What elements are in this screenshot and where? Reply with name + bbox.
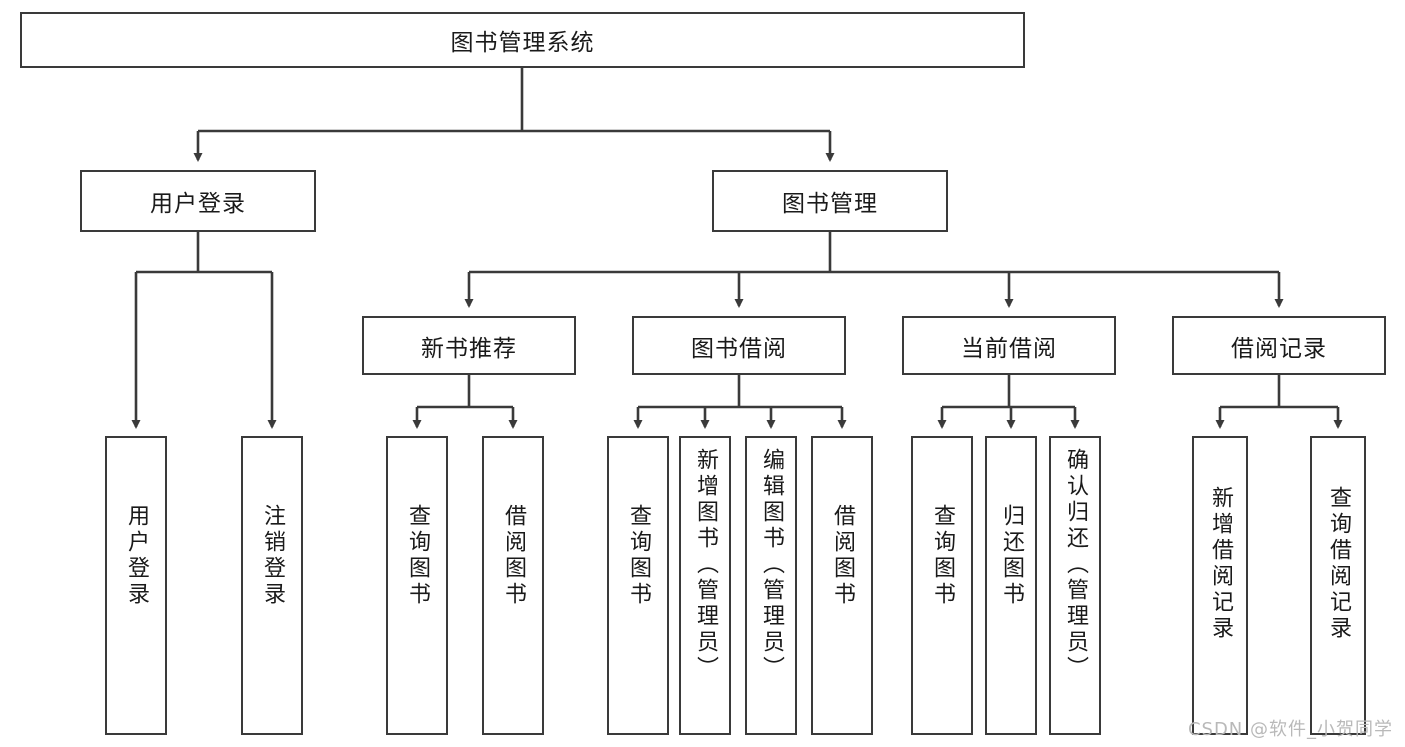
node-borrow-record[interactable]: 借阅记录	[1172, 316, 1386, 375]
node-leaf-query-book-3-label: 查询图书	[930, 504, 955, 608]
node-leaf-logout-login-label: 注销登录	[260, 504, 285, 608]
node-leaf-user-login-label: 用户登录	[124, 504, 149, 608]
node-book-manage-label: 图书管理	[782, 191, 878, 217]
node-leaf-logout-login[interactable]: 注销登录	[241, 436, 303, 735]
watermark: CSDN @软件_小贺同学	[1187, 719, 1393, 740]
node-leaf-user-login[interactable]: 用户登录	[105, 436, 167, 735]
node-leaf-query-book-1[interactable]: 查询图书	[386, 436, 448, 735]
node-leaf-query-borrow-record-label: 查询借阅记录	[1326, 486, 1351, 642]
node-root[interactable]: 图书管理系统	[20, 12, 1025, 68]
node-leaf-query-book-2[interactable]: 查询图书	[607, 436, 669, 735]
node-current-borrow[interactable]: 当前借阅	[902, 316, 1116, 375]
node-leaf-borrow-book-2[interactable]: 借阅图书	[811, 436, 873, 735]
node-leaf-edit-book-admin-label: 编辑图书（管理员）	[759, 448, 784, 682]
node-borrow-record-label: 借阅记录	[1231, 335, 1327, 362]
node-leaf-borrow-book-2-label: 借阅图书	[830, 504, 855, 608]
node-user-login-label: 用户登录	[150, 191, 246, 217]
node-leaf-add-borrow-record[interactable]: 新增借阅记录	[1192, 436, 1248, 735]
node-user-login[interactable]: 用户登录	[80, 170, 316, 232]
node-new-book-rec[interactable]: 新书推荐	[362, 316, 576, 375]
node-leaf-add-book-admin-label: 新增图书（管理员）	[693, 448, 718, 682]
node-leaf-confirm-return-admin-label: 确认归还（管理员）	[1063, 448, 1088, 682]
node-leaf-return-book-label: 归还图书	[999, 504, 1024, 608]
node-leaf-query-book-1-label: 查询图书	[405, 504, 430, 608]
node-root-label: 图书管理系统	[450, 30, 595, 56]
node-book-borrow-label: 图书借阅	[691, 335, 787, 362]
node-leaf-add-book-admin[interactable]: 新增图书（管理员）	[679, 436, 731, 735]
node-current-borrow-label: 当前借阅	[961, 335, 1057, 362]
node-book-borrow[interactable]: 图书借阅	[632, 316, 846, 375]
node-leaf-borrow-book-1[interactable]: 借阅图书	[482, 436, 544, 735]
node-leaf-confirm-return-admin[interactable]: 确认归还（管理员）	[1049, 436, 1101, 735]
node-leaf-query-book-3[interactable]: 查询图书	[911, 436, 973, 735]
node-leaf-query-borrow-record[interactable]: 查询借阅记录	[1310, 436, 1366, 735]
node-leaf-add-borrow-record-label: 新增借阅记录	[1208, 486, 1233, 642]
node-leaf-borrow-book-1-label: 借阅图书	[501, 504, 526, 608]
node-leaf-return-book[interactable]: 归还图书	[985, 436, 1037, 735]
node-new-book-rec-label: 新书推荐	[421, 335, 517, 362]
node-book-manage[interactable]: 图书管理	[712, 170, 948, 232]
node-leaf-query-book-2-label: 查询图书	[626, 504, 651, 608]
node-leaf-edit-book-admin[interactable]: 编辑图书（管理员）	[745, 436, 797, 735]
